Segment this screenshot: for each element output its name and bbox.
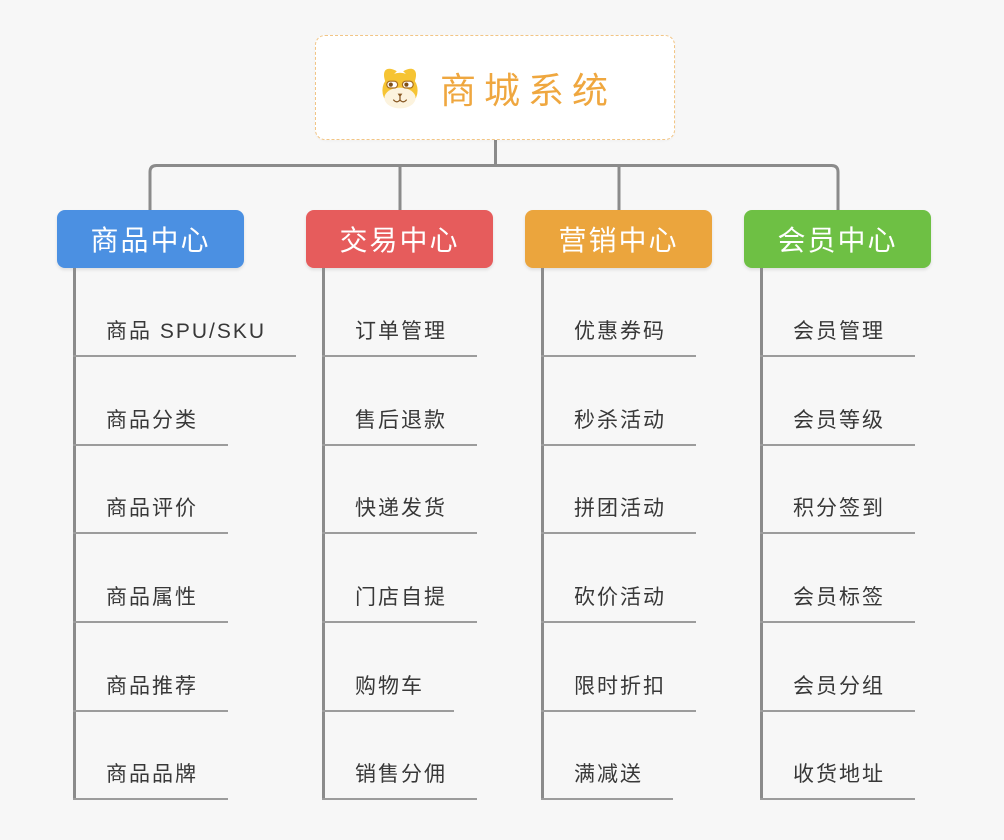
- leaf-node[interactable]: 会员管理: [760, 315, 915, 357]
- leaf-node[interactable]: 会员分组: [760, 670, 915, 712]
- leaf-node[interactable]: 售后退款: [322, 404, 477, 446]
- branch-rail-line: [148, 164, 840, 210]
- dog-icon: [382, 68, 418, 108]
- leaf-node[interactable]: 商品品牌: [73, 758, 228, 800]
- leaf-node[interactable]: 限时折扣: [541, 670, 696, 712]
- leaf-node[interactable]: 商品属性: [73, 581, 228, 623]
- leaf-node[interactable]: 门店自提: [322, 581, 477, 623]
- root-node[interactable]: 商城系统: [315, 35, 675, 140]
- branch-line: [322, 268, 325, 800]
- branch-line: [73, 268, 76, 800]
- connector-lines: [148, 140, 840, 210]
- branch-line: [760, 268, 763, 800]
- leaf-node[interactable]: 秒杀活动: [541, 404, 696, 446]
- branch-member-center: 会员中心 会员管理 会员等级 积分签到 会员标签 会员分组 收货地址: [744, 210, 1004, 820]
- leaf-node[interactable]: 收货地址: [760, 758, 915, 800]
- branch-node-marketing-center[interactable]: 营销中心: [525, 210, 712, 268]
- branch-node-trade-center[interactable]: 交易中心: [306, 210, 493, 268]
- leaf-node[interactable]: 商品 SPU/SKU: [73, 315, 297, 357]
- branch-node-product-center[interactable]: 商品中心: [57, 210, 244, 268]
- leaf-node[interactable]: 商品评价: [73, 492, 228, 534]
- root-title: 商城系统: [439, 69, 616, 111]
- leaf-node[interactable]: 满减送: [541, 758, 673, 800]
- leaf-node[interactable]: 会员标签: [760, 581, 915, 623]
- branch-product-center: 商品中心 商品 SPU/SKU 商品分类 商品评价 商品属性 商品推荐 商品品牌: [57, 210, 317, 820]
- leaf-node[interactable]: 快递发货: [322, 492, 477, 534]
- leaf-node[interactable]: 商品分类: [73, 404, 228, 446]
- branch-node-member-center[interactable]: 会员中心: [744, 210, 931, 268]
- leaf-node[interactable]: 积分签到: [760, 492, 915, 534]
- branch-line: [541, 268, 544, 800]
- leaf-node[interactable]: 购物车: [322, 670, 454, 712]
- branch-marketing-center: 营销中心 优惠券码 秒杀活动 拼团活动 砍价活动 限时折扣 满减送: [525, 210, 785, 820]
- leaf-node[interactable]: 销售分佣: [322, 758, 477, 800]
- leaf-node[interactable]: 会员等级: [760, 404, 915, 446]
- leaf-node[interactable]: 砍价活动: [541, 581, 696, 623]
- leaf-node[interactable]: 商品推荐: [73, 670, 228, 712]
- leaf-node[interactable]: 优惠券码: [541, 315, 696, 357]
- leaf-node[interactable]: 拼团活动: [541, 492, 696, 534]
- branch-trade-center: 交易中心 订单管理 售后退款 快递发货 门店自提 购物车 销售分佣: [306, 210, 566, 820]
- leaf-node[interactable]: 订单管理: [322, 315, 477, 357]
